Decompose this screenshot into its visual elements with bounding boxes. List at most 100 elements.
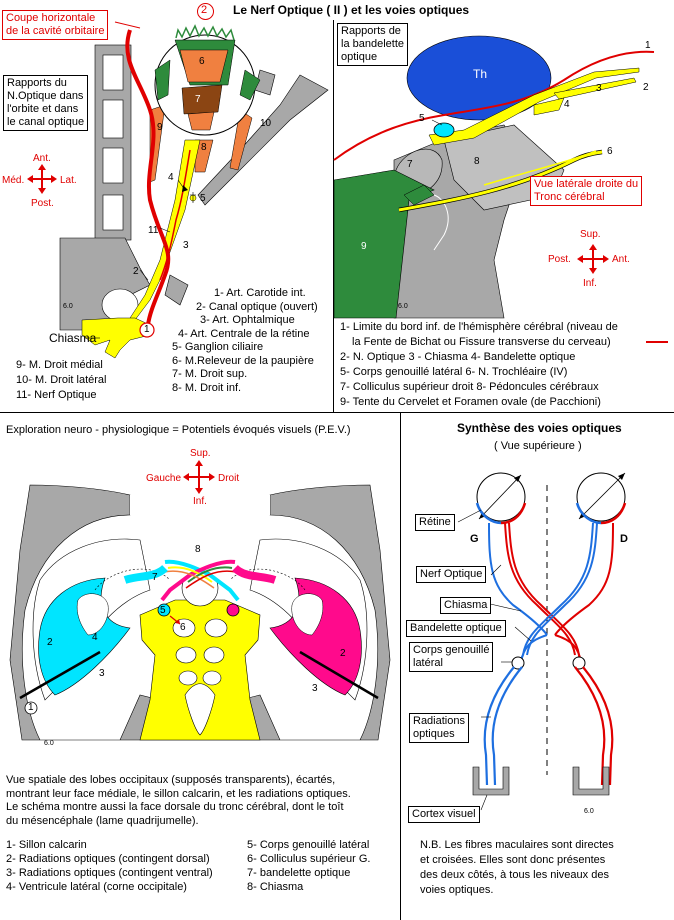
p3-label-version: 6.0: [44, 740, 54, 747]
p4-nb-2: et croisées. Elles sont donc présentes: [420, 854, 606, 866]
box-radiations: Radiations optiques: [409, 713, 469, 743]
coupe-label: Coupe horizontale de la cavité orbitaire: [2, 10, 109, 40]
p4-nb: N.B. Les fibres maculaires sont directes…: [420, 838, 614, 898]
p1-legend-5: 5- Ganglion ciliaire: [172, 341, 264, 353]
lgb-left: [157, 603, 171, 617]
ophthalmic-artery: [159, 149, 191, 281]
left-calcarine: [19, 650, 101, 700]
orbit-diagram: [27, 21, 329, 359]
orbit-lateral-wall: [197, 74, 329, 206]
carotid-marker: [139, 322, 155, 338]
p1-label-1: 1: [144, 324, 150, 335]
p3-label-6: 6: [180, 622, 186, 633]
p2-label-version: 6.0: [398, 303, 408, 310]
hemisphere-limit: [333, 50, 655, 161]
p3-label-2-left: 2: [47, 637, 53, 648]
p1-label-7: 7: [195, 94, 201, 105]
label-d: D: [620, 533, 628, 545]
p2-legend-red-marker: [646, 341, 668, 343]
p2-label-3: 3: [596, 83, 602, 94]
box-retine: Rétine: [415, 514, 455, 531]
p3-label-2-right: 2: [340, 648, 346, 659]
vue-laterale-label: Vue latérale droite du Tronc cérébral: [530, 176, 643, 206]
page-title: Le Nerf Optique ( II ) et les voies opti…: [233, 3, 470, 17]
lateral-geniculate-body: [433, 122, 455, 138]
p2-legend-2: 2- N. Optique 3 - Chiasma 4- Bandelette …: [340, 351, 576, 363]
occipital-outer: [9, 484, 391, 741]
box-nerf-optique: Nerf Optique: [416, 566, 487, 583]
compass1-left: Méd.: [2, 175, 25, 186]
p2-legend-5: 9- Tente du Cervelet et Foramen ovale (d…: [340, 396, 601, 408]
rapports-bandelette-label: Rapports de la bandelette optique: [337, 23, 408, 66]
cortex-left: [472, 766, 510, 796]
p3-legend-8: 8- Chiasma: [247, 881, 304, 893]
p1-legend-1: 1- Art. Carotide int.: [214, 287, 306, 299]
p1-legend-9: 9- M. Droit médial: [16, 359, 103, 371]
p2-label-7: 7: [407, 159, 413, 170]
p1-label-3: 3: [183, 240, 189, 251]
optic-tract: [428, 67, 640, 146]
p3-label-7: 7: [152, 572, 158, 583]
title-circle-number: 2: [201, 4, 208, 16]
lgb-right: [226, 603, 240, 617]
box-chiasma: Chiasma: [440, 597, 492, 614]
right-red-fiber: [554, 522, 614, 636]
p2-legend-1b: la Fente de Bichat ou Fissure transverse…: [352, 336, 611, 348]
p1-legend-10: 10- M. Droit latéral: [16, 374, 107, 386]
lgb-right: [572, 656, 586, 670]
rapports-line-4: le canal optique: [7, 116, 85, 128]
p3-label-3-left: 3: [99, 668, 105, 679]
p1-legend-7: 7- M. Droit sup.: [172, 368, 248, 380]
p1-label-2: 2: [133, 266, 139, 277]
box-corps-line-2: latéral: [413, 657, 443, 669]
lgb-left: [511, 656, 525, 670]
vue-line-2: Tronc cérébral: [534, 191, 605, 203]
p2-legend-3: 5- Corps genouillé latéral 6- N. Trochlé…: [340, 366, 568, 378]
p3-desc-1: Vue spatiale des lobes occipitaux (suppo…: [6, 774, 336, 786]
coupe-line-2: de la cavité orbitaire: [6, 25, 105, 37]
p2-label-8: 8: [474, 156, 480, 167]
radiation-left: [483, 666, 515, 786]
p1-label-8: 8: [201, 142, 207, 153]
compass1-top: Ant.: [33, 153, 51, 164]
rapports-line-1: Rapports du: [7, 77, 67, 89]
chiasma-shape: [81, 317, 151, 359]
optic-nerve-2: [553, 77, 637, 100]
p1-legend-8: 8- M. Droit inf.: [172, 381, 242, 394]
p1-label-version: 6.0: [63, 303, 73, 310]
p3-legend-5: 5- Corps genouillé latéral: [247, 839, 370, 851]
compass2-bottom: Inf.: [583, 278, 597, 289]
p3-label-1: 1: [28, 702, 34, 713]
p2-legend-4: 7- Colliculus supérieur droit 8- Pédoncu…: [340, 381, 599, 393]
p2-label-6: 6: [607, 146, 613, 157]
compass2-left: Post.: [548, 254, 571, 265]
superior-rectus-lower: [181, 84, 223, 115]
divider-top-vertical: [333, 20, 334, 412]
cortex-right: [572, 766, 610, 796]
right-ventricle: [291, 593, 324, 636]
fourth-ventricle: [184, 683, 216, 736]
rapports-b-line-1: Rapports de: [341, 25, 401, 37]
p1-label-6: 6: [199, 56, 205, 67]
compass2-right: Ant.: [612, 254, 630, 265]
chiasma-label: Chiasma: [49, 331, 97, 345]
optic-pathway-diagram: [457, 472, 627, 811]
coupe-line-1: Coupe horizontale: [6, 12, 96, 24]
anterior-clinoid: [164, 274, 189, 306]
box-cortex: Cortex visuel: [408, 806, 480, 823]
rapports-orbite-label: Rapports du N.Optique dans l'orbite et d…: [3, 75, 89, 131]
p3-legend-left: 1- Sillon calcarin 2- Radiations optique…: [6, 838, 213, 894]
title-circle: [197, 3, 214, 20]
p1-legend-11: 11- Nerf Optique: [16, 389, 97, 401]
p3-legend-3: 3- Radiations optiques (contingent ventr…: [6, 867, 213, 879]
p3-legend-right: 5- Corps genouillé latéral 6- Colliculus…: [247, 838, 371, 894]
p4-nb-4: voies optiques.: [420, 884, 494, 896]
p3-legend-1: 1- Sillon calcarin: [6, 839, 87, 851]
p1-legend-6: 6- M.Releveur de la paupière: [172, 354, 314, 367]
p3-description: Vue spatiale des lobes occipitaux (suppo…: [6, 774, 351, 828]
p3-label-8: 8: [195, 544, 201, 555]
thalamus-label: Th: [473, 67, 488, 81]
thalamus: [406, 35, 552, 121]
occipital-diagram: [9, 460, 391, 741]
superior-rectus-upper: [179, 49, 229, 83]
